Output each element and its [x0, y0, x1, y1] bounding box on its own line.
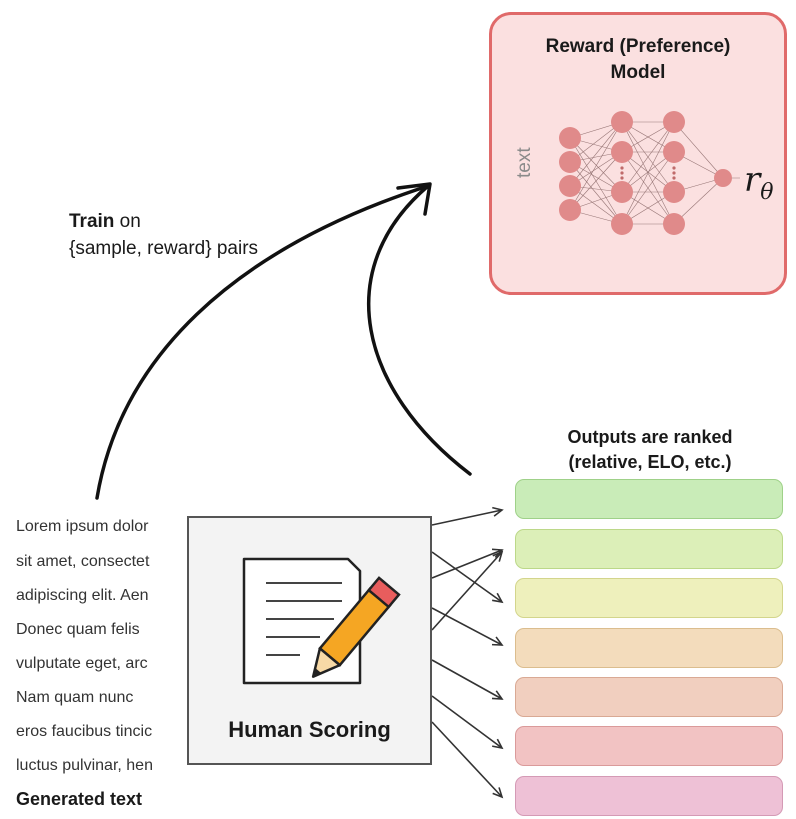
ranked-output-bar	[515, 529, 783, 569]
train-arrowhead	[396, 182, 432, 216]
nn-node	[559, 151, 581, 173]
score-arrowhead	[491, 548, 504, 558]
scoring-arrows	[431, 506, 504, 799]
generated-line: Lorem ipsum dolor	[16, 518, 149, 535]
generated-line: vulputate eget, arc	[16, 655, 148, 672]
score-arrow	[431, 695, 503, 749]
nn-node	[559, 199, 581, 221]
nn-ellipsis-dot	[620, 171, 624, 175]
generated-line: Donec quam felis	[16, 621, 140, 638]
score-arrow	[431, 607, 503, 646]
score-arrowhead	[492, 738, 504, 750]
ranked-output-bar	[515, 677, 783, 717]
nn-ellipsis-dot	[672, 166, 676, 170]
score-arrowhead	[491, 690, 504, 700]
score-arrowhead	[492, 506, 504, 517]
document-pencil-icon	[242, 557, 401, 685]
nn-edge	[569, 161, 623, 225]
reward-subscript: θ	[760, 179, 774, 205]
score-arrowhead	[492, 787, 504, 799]
nn-ellipsis-dot	[672, 176, 676, 180]
nn-node	[559, 127, 581, 149]
generated-line: sit amet, consectet	[16, 553, 150, 570]
train-arrow-left	[95, 184, 430, 500]
ranked-output-bar	[515, 628, 783, 668]
nn-input-label: text	[514, 147, 535, 178]
reward-title-line1: Reward (Preference)	[545, 36, 731, 57]
reward-model-title: Reward (Preference) Model	[489, 34, 787, 86]
generated-line: Nam quam nunc	[16, 689, 134, 706]
nn-node	[663, 181, 685, 203]
reward-output-symbol: rθ	[744, 160, 774, 205]
generated-text-label: Generated text	[16, 789, 143, 809]
ranked-title-line2: (relative, ELO, etc.)	[568, 452, 732, 472]
nn-node	[663, 213, 685, 235]
nn-edge	[673, 121, 724, 179]
train-on: on	[114, 211, 141, 232]
nn-node	[714, 169, 732, 187]
generated-line: adipiscing elit. Aen	[16, 587, 149, 604]
train-pairs: {sample, reward} pairs	[69, 238, 259, 259]
train-arrow-right	[367, 184, 472, 476]
human-scoring-label: Human Scoring	[228, 717, 391, 742]
nn-ellipsis-dot	[620, 166, 624, 170]
train-label: Train on {sample, reward} pairs	[69, 208, 258, 262]
nn-node	[611, 141, 633, 163]
nn-node	[611, 213, 633, 235]
score-arrowhead	[492, 550, 504, 562]
ranked-title-line1: Outputs are ranked	[567, 427, 733, 447]
nn-edge	[621, 121, 675, 225]
score-arrow	[431, 549, 503, 579]
score-arrow	[431, 551, 503, 631]
score-arrowhead	[492, 592, 504, 604]
ranked-output-bar	[515, 578, 783, 618]
nn-edge	[569, 121, 623, 211]
nn-edge	[621, 151, 675, 225]
ranked-outputs-title: Outputs are ranked (relative, ELO, etc.)	[510, 425, 790, 475]
nn-node	[611, 181, 633, 203]
nn-node	[663, 141, 685, 163]
generated-line: eros faucibus tincic	[16, 723, 153, 740]
ranked-output-bar	[515, 726, 783, 766]
score-arrow	[431, 721, 503, 798]
score-arrow	[431, 551, 503, 603]
nn-edge	[673, 177, 724, 225]
score-arrow	[431, 659, 503, 700]
reward-title-line2: Model	[610, 62, 666, 83]
nn-node	[611, 111, 633, 133]
nn-edge	[569, 137, 623, 193]
nn-node	[559, 175, 581, 197]
ranked-output-bar	[515, 776, 783, 816]
score-arrowhead	[491, 636, 504, 646]
ranked-output-bar	[515, 479, 783, 519]
generated-line: luctus pulvinar, hen	[16, 757, 153, 774]
nn-ellipsis-dot	[672, 171, 676, 175]
nn-edge	[569, 121, 623, 187]
nn-edge	[621, 121, 675, 193]
nn-ellipsis-dot	[620, 176, 624, 180]
reward-symbol: r	[744, 160, 761, 200]
nn-edge	[569, 151, 623, 211]
nn-node	[663, 111, 685, 133]
score-arrow	[431, 509, 503, 526]
neural-network-graphic	[559, 111, 740, 235]
train-bold: Train	[69, 211, 115, 232]
